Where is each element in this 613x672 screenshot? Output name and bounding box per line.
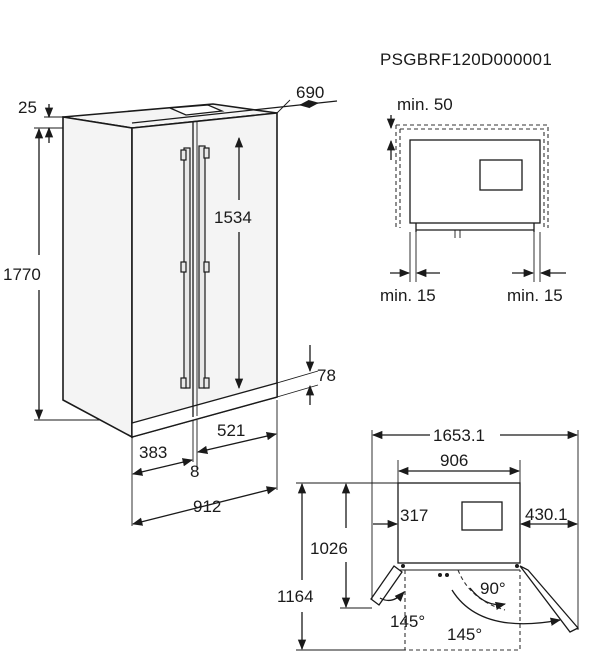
top-view-display	[461, 501, 503, 531]
fridge-side-face	[62, 116, 133, 439]
dim-bottom: 383 521 8 912	[131, 400, 278, 526]
dim-depth: 690	[131, 83, 338, 124]
dim-height: 1770	[3, 127, 100, 421]
dim-handle: 1534	[214, 136, 252, 390]
label-base: 78	[317, 366, 336, 385]
label-angle-right: 145°	[447, 625, 482, 644]
arc-right	[451, 589, 562, 626]
dim-base: 78	[276, 345, 336, 405]
label-clearance-left: min. 15	[380, 286, 436, 305]
label-angle-left: 145°	[390, 612, 425, 631]
label-left-door: 383	[139, 443, 167, 462]
left-open-door	[370, 565, 403, 606]
label-right-open: 430.1	[525, 505, 568, 524]
label-clearance-right: min. 15	[507, 286, 563, 305]
label-top-gap: 25	[18, 98, 37, 117]
door-swing-area	[404, 570, 521, 651]
label-cabinet-width: 906	[440, 451, 468, 470]
label-left-open: 317	[400, 506, 428, 525]
label-depth-closed: 1026	[310, 539, 348, 558]
fridge-top-panel	[169, 104, 225, 116]
label-clearance-top: min. 50	[397, 95, 453, 114]
clearance-display	[479, 159, 523, 191]
label-right-door: 521	[217, 421, 245, 440]
clearance-view: min. 50 min. 15 min. 15	[380, 95, 566, 305]
label-gap: 8	[190, 462, 199, 481]
label-angle-inner: 90°	[480, 579, 506, 598]
model-code: PSGBRF120D000001	[380, 50, 552, 69]
arc-inner	[469, 587, 507, 610]
top-view: 1653.1 906 317 430.1 1026 1164 90° 145° …	[277, 426, 580, 651]
clearance-envelope	[396, 124, 549, 228]
dim-top-gap: 25	[18, 98, 63, 143]
label-height: 1770	[3, 265, 41, 284]
label-width: 912	[193, 497, 221, 516]
label-depth-open: 1164	[277, 587, 314, 606]
label-depth: 690	[296, 83, 324, 102]
label-total-width: 1653.1	[433, 426, 485, 445]
fridge-perspective	[62, 103, 278, 439]
label-handle: 1534	[214, 208, 252, 227]
arc-left	[379, 591, 405, 602]
